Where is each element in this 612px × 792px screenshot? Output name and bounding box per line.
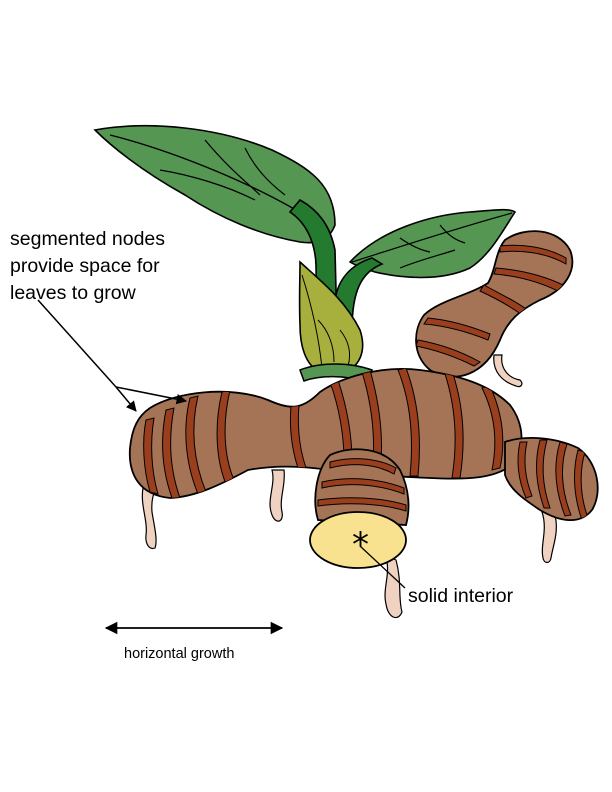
segmented-nodes-label-line-1: segmented nodes (10, 228, 166, 250)
solid-interior-label: solid interior (408, 585, 514, 607)
large-leaf-vein (159, 169, 256, 201)
segmented-nodes-label-line-3: leaves to grow (10, 282, 136, 304)
root (269, 469, 285, 522)
rhizome-back (415, 230, 574, 378)
node-stripe (481, 385, 504, 471)
small-leaf-vein (351, 212, 513, 263)
root (141, 487, 157, 550)
segmented-nodes-label: segmented nodes provide space for leaves… (10, 226, 240, 307)
solid-interior-pointer (359, 545, 406, 589)
large-leaf-vein (204, 139, 261, 196)
roots (141, 354, 557, 619)
rhizome-right (504, 437, 599, 522)
small-leaf (348, 208, 517, 279)
node-stripe (317, 497, 407, 512)
root (383, 553, 403, 619)
nodes-arrow-right (115, 386, 188, 405)
small-leaf-vein (399, 237, 431, 253)
node-stripe (143, 417, 159, 495)
small-leaf-vein (439, 224, 466, 244)
solid-interior-cross-section (309, 511, 407, 569)
large-leaf-vein (244, 147, 286, 196)
node-stripe (499, 244, 567, 265)
node-stripe (423, 317, 491, 341)
root (541, 511, 557, 564)
node-stripe (329, 458, 397, 475)
horizontal-growth-label: horizontal growth (124, 646, 235, 662)
bud-vein (317, 319, 335, 363)
bud-vein (301, 274, 323, 369)
bud-vein (339, 329, 351, 367)
segmented-nodes-label-line-2: provide space for (10, 255, 160, 277)
node-stripe (321, 478, 405, 495)
node-stripe (555, 441, 572, 517)
node-stripe (536, 439, 551, 509)
rhizome-front-cut: * (309, 448, 410, 569)
annotations (37, 299, 406, 635)
node-stripe (397, 368, 420, 477)
node-stripe (416, 339, 481, 367)
node-stripe (444, 373, 464, 479)
small-leaf-vein (399, 249, 456, 269)
nodes-arrow-left (115, 386, 137, 412)
asterisk-marker: * (352, 525, 369, 565)
root (493, 354, 523, 388)
node-stripe (162, 407, 181, 498)
node-stripe (517, 441, 533, 499)
nodes-leader-line (37, 299, 117, 388)
